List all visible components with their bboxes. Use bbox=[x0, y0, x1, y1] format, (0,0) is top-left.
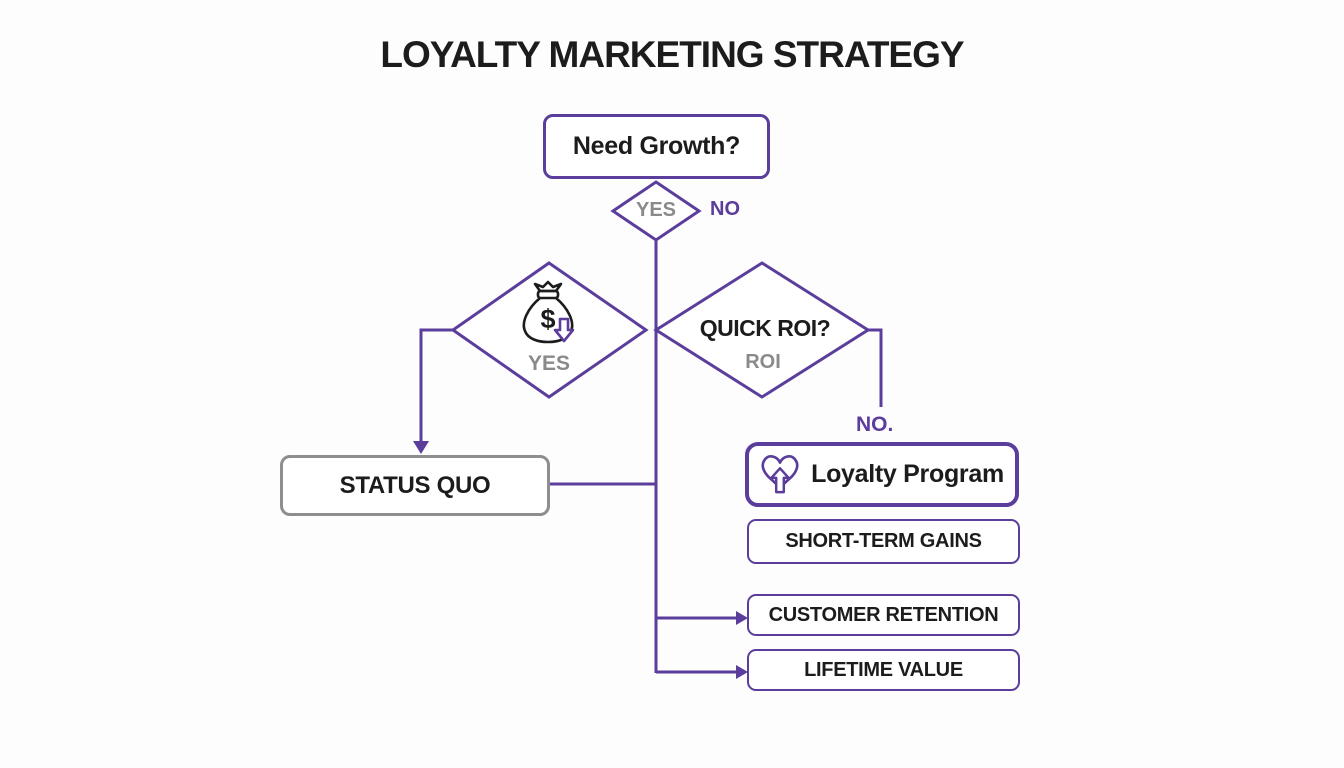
lifetime-arrowhead bbox=[736, 665, 748, 679]
lifetime-value-label: LIFETIME VALUE bbox=[804, 658, 963, 681]
customer-retention-node: CUSTOMER RETENTION bbox=[747, 594, 1020, 636]
page-title: LOYALTY MARKETING STRATEGY bbox=[380, 34, 964, 75]
quick-roi-sublabel: ROI bbox=[745, 351, 781, 373]
lifetime-value-node: LIFETIME VALUE bbox=[747, 649, 1020, 691]
status-quo-label: STATUS QUO bbox=[339, 471, 491, 499]
growth-yes-label: YES bbox=[635, 199, 677, 221]
loyalty-program-node: Loyalty Program bbox=[745, 442, 1019, 507]
svg-text:$: $ bbox=[540, 304, 555, 334]
no-branch-line bbox=[866, 328, 883, 407]
retention-arrowhead bbox=[736, 611, 748, 625]
quick-roi-label: QUICK ROI? bbox=[699, 315, 831, 341]
money-bag-down-icon: $ bbox=[522, 280, 575, 344]
need-growth-label: Need Growth? bbox=[572, 132, 741, 160]
investment-yes-label: YES bbox=[527, 352, 571, 375]
customer-retention-label: CUSTOMER RETENTION bbox=[768, 603, 999, 626]
growth-no-label: NO bbox=[710, 198, 740, 220]
need-growth-node: Need Growth? bbox=[543, 114, 770, 179]
heart-growth-icon bbox=[761, 454, 799, 493]
status-quo-node: STATUS QUO bbox=[280, 455, 550, 516]
status-quo-arrowhead bbox=[413, 441, 429, 454]
no-branch-label: NO. bbox=[856, 413, 894, 436]
short-term-gains-label: SHORT-TERM GAINS bbox=[785, 530, 982, 552]
yes-branch-line bbox=[419, 328, 455, 443]
short-term-gains-node: SHORT-TERM GAINS bbox=[747, 519, 1020, 564]
loyalty-program-label: Loyalty Program bbox=[811, 460, 1004, 488]
growth-decision-diamond bbox=[610, 180, 702, 242]
investment-diamond bbox=[450, 261, 649, 399]
quick-roi-diamond bbox=[653, 261, 871, 399]
